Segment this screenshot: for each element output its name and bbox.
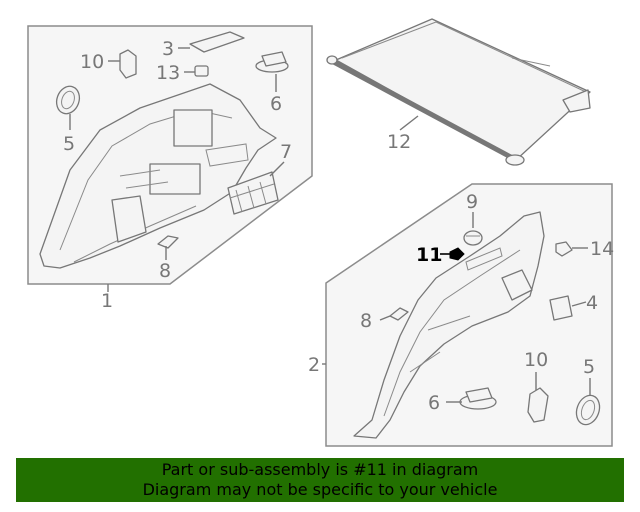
callout-12: 12	[387, 131, 411, 153]
part-8-left	[157, 235, 179, 249]
callout-4: 4	[586, 292, 598, 314]
banner-line-1: Part or sub-assembly is #11 in diagram	[161, 460, 479, 479]
banner-line-2: Diagram may not be specific to your vehi…	[142, 480, 498, 499]
info-banner: Part or sub-assembly is #11 in diagram D…	[16, 458, 624, 502]
callout-2: 2	[308, 354, 320, 376]
part-9	[463, 230, 483, 246]
part-5-left	[55, 85, 81, 115]
part-14	[555, 241, 573, 257]
left-quarter-trim	[39, 83, 277, 269]
callout-6-left: 6	[270, 93, 282, 115]
part-10-right	[527, 387, 549, 423]
callout-8-left: 8	[159, 260, 171, 282]
part-10-left	[119, 49, 137, 79]
part-11-clip	[449, 247, 465, 261]
parts-diagram: 1 2 3 4 5 5 6 6 7 8 8 9 10 10 11 12 13 1…	[27, 18, 614, 447]
callout-5-left: 5	[63, 133, 75, 155]
callout-3: 3	[162, 38, 174, 60]
callout-7: 7	[280, 141, 292, 163]
callout-10-right: 10	[524, 349, 548, 371]
part-3	[189, 31, 245, 53]
callout-6-right: 6	[428, 392, 440, 414]
part-6-left	[255, 51, 289, 73]
callout-9: 9	[466, 191, 478, 213]
callout-5-right: 5	[583, 356, 595, 378]
part-7-net	[227, 171, 279, 215]
part-4	[549, 295, 573, 321]
callout-14: 14	[590, 238, 614, 260]
part-5-right	[575, 394, 601, 426]
part-6-right	[459, 387, 497, 410]
part-13	[194, 65, 209, 77]
callout-13: 13	[156, 62, 180, 84]
right-quarter-trim	[353, 211, 545, 439]
cargo-cover	[326, 18, 591, 166]
callout-10-left: 10	[80, 51, 104, 73]
callout-8-right: 8	[360, 310, 372, 332]
callout-11-highlighted: 11	[416, 244, 442, 266]
part-8-right	[389, 307, 409, 321]
callout-1: 1	[101, 290, 113, 312]
